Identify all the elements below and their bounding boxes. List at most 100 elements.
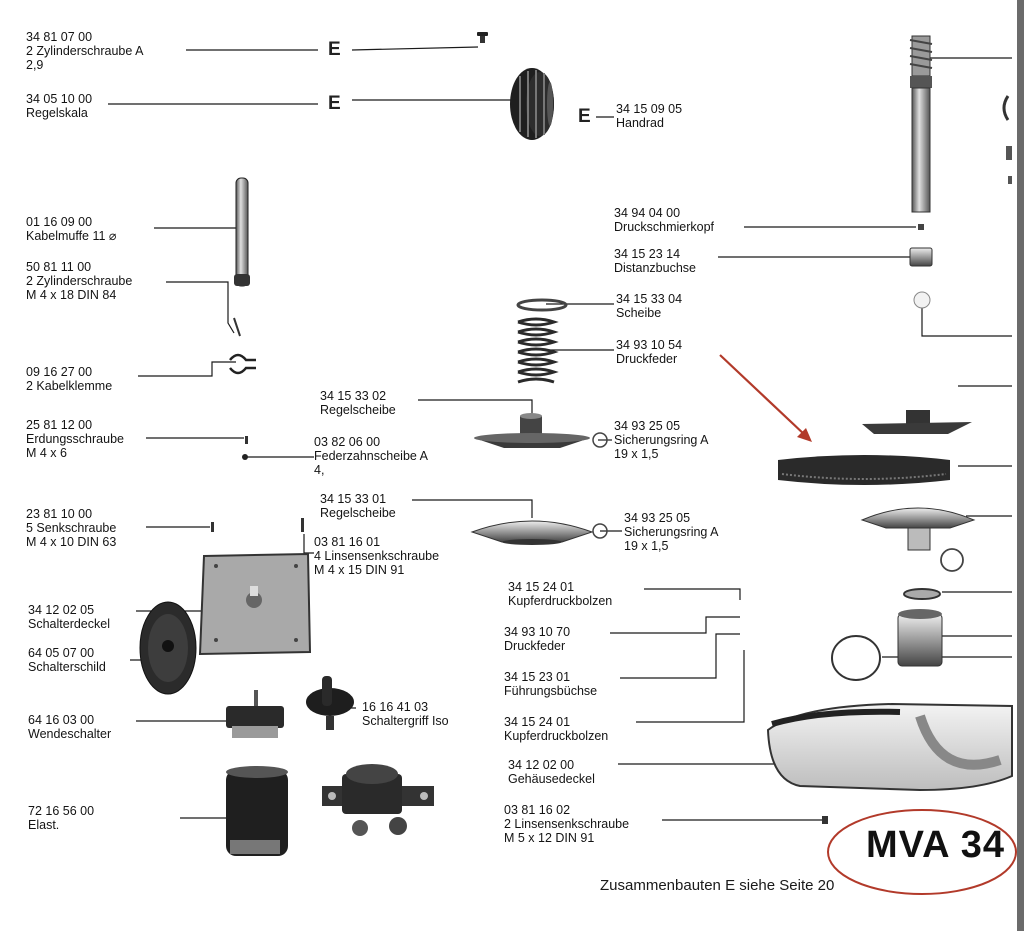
part-label: 34 12 02 05 Schalterdeckel bbox=[28, 603, 110, 631]
part-number: 03 81 16 02 bbox=[504, 803, 571, 817]
part-label: 09 16 27 00 2 Kabelklemme bbox=[26, 365, 112, 393]
part-number: 23 81 10 00 bbox=[26, 507, 93, 521]
regulating-disc-lower bbox=[470, 520, 594, 545]
part-label: 50 81 11 00 2 Zylinderschraube M 4 x 18 … bbox=[26, 260, 132, 302]
page-edge bbox=[1017, 0, 1024, 931]
part-number: 34 93 10 70 bbox=[504, 625, 571, 639]
edge-fragments bbox=[1002, 95, 1012, 184]
part-number: 72 16 56 00 bbox=[28, 804, 95, 818]
part-name: Gehäusedeckel bbox=[508, 772, 595, 786]
model-oval bbox=[827, 809, 1017, 895]
part-label: 34 93 10 54 Druckfeder bbox=[616, 338, 682, 366]
part-number: 34 93 10 54 bbox=[616, 338, 683, 352]
part-label: 34 15 33 02 Regelscheibe bbox=[320, 389, 396, 417]
part-spec: M 4 x 10 DIN 63 bbox=[26, 535, 117, 549]
part-name: Regelscheibe bbox=[320, 506, 396, 520]
part-spec: 2,9 bbox=[26, 58, 44, 72]
circlip-part bbox=[592, 432, 608, 539]
part-name: Distanzbuchse bbox=[614, 261, 696, 275]
part-label: 03 81 16 01 4 Linsensenkschraube M 4 x 1… bbox=[314, 535, 439, 577]
right-disc-upper bbox=[862, 410, 972, 434]
part-label: 34 15 24 01 Kupferdruckbolzen bbox=[508, 580, 612, 608]
part-name: Kupferdruckbolzen bbox=[508, 594, 613, 608]
part-label: 25 81 12 00 Erdungsschraube M 4 x 6 bbox=[26, 418, 124, 460]
part-name: Sicherungsring A bbox=[614, 433, 709, 447]
capacitor-part bbox=[226, 766, 288, 856]
washer-part bbox=[516, 298, 568, 312]
leader-lines bbox=[108, 46, 1012, 821]
part-name: Schalterdeckel bbox=[28, 617, 110, 631]
part-name: 5 Senkschraube bbox=[26, 521, 117, 535]
right-circlip-part bbox=[940, 548, 964, 572]
part-label: 34 05 10 00 Regelskala bbox=[26, 92, 92, 120]
part-label: 03 81 16 02 2 Linsensenkschraube M 5 x 1… bbox=[504, 803, 629, 845]
part-number: 34 12 02 05 bbox=[28, 603, 95, 617]
part-name: Kabelmuffe 11 ⌀ bbox=[26, 229, 117, 243]
switch-cover-part bbox=[198, 552, 312, 656]
part-number: 03 82 06 00 bbox=[314, 435, 381, 449]
part-spec: M 4 x 6 bbox=[26, 446, 67, 460]
part-label: 23 81 10 00 5 Senkschraube M 4 x 10 DIN … bbox=[26, 507, 116, 549]
part-name: 2 Kabelklemme bbox=[26, 379, 113, 393]
right-disc-lower bbox=[860, 507, 976, 551]
part-name: 2 Zylinderschraube bbox=[26, 274, 133, 288]
part-name: 2 Zylinderschraube A bbox=[26, 44, 144, 58]
part-label: 34 93 10 70 Druckfeder bbox=[504, 625, 570, 653]
bearing-part bbox=[831, 588, 943, 681]
cable-sleeve-part bbox=[234, 177, 250, 287]
part-name: Schalterschild bbox=[28, 660, 106, 674]
part-number: 50 81 11 00 bbox=[26, 260, 92, 274]
switch-plate-part bbox=[139, 601, 197, 695]
part-number: 34 15 33 04 bbox=[616, 292, 683, 306]
part-number: 34 93 25 05 bbox=[624, 511, 691, 525]
part-number: 34 15 33 02 bbox=[320, 389, 387, 403]
part-number: 03 81 16 01 bbox=[314, 535, 381, 549]
part-number: 01 16 09 00 bbox=[26, 215, 93, 229]
red-arrow bbox=[719, 354, 812, 442]
part-number: 34 15 09 05 bbox=[616, 102, 683, 116]
part-number: 34 15 23 14 bbox=[614, 247, 681, 261]
part-number: 34 81 07 00 bbox=[26, 30, 93, 44]
cable-clamp-part bbox=[229, 353, 256, 375]
part-spec: M 4 x 15 DIN 91 bbox=[314, 563, 405, 577]
part-label: 34 15 33 01 Regelscheibe bbox=[320, 492, 396, 520]
part-name: Kupferdruckbolzen bbox=[504, 729, 609, 743]
part-number: 34 94 04 00 bbox=[614, 206, 681, 220]
part-label: 34 15 09 05 Handrad bbox=[616, 102, 682, 130]
part-label: 34 15 33 04 Scheibe bbox=[616, 292, 682, 320]
pressure-spring-part bbox=[517, 317, 559, 384]
part-name: Schaltergriff Iso bbox=[362, 714, 449, 728]
model-title: MVA 34 bbox=[866, 824, 1006, 866]
part-label: 34 94 04 00 Druckschmierkopf bbox=[614, 206, 714, 234]
footer-note: Zusammenbauten E siehe Seite 20 bbox=[600, 877, 835, 894]
part-name: Druckfeder bbox=[616, 352, 678, 366]
part-number: 25 81 12 00 bbox=[26, 418, 93, 432]
housing-cover-part bbox=[766, 702, 1013, 792]
grease-nipple-part bbox=[918, 224, 924, 230]
part-number: 09 16 27 00 bbox=[26, 365, 93, 379]
part-number: 34 15 24 01 bbox=[504, 715, 571, 729]
assembly-marker-e: E bbox=[328, 39, 341, 60]
part-number: 34 15 23 01 bbox=[504, 670, 571, 684]
earthing-screw-part bbox=[242, 436, 248, 460]
part-name: 4 Linsensenkschraube bbox=[314, 549, 440, 563]
part-label: 72 16 56 00 Elast. bbox=[28, 804, 94, 832]
part-number: 34 93 25 05 bbox=[614, 419, 681, 433]
part-label: 34 93 25 05 Sicherungsring A 19 x 1,5 bbox=[614, 419, 709, 461]
part-name: Sicherungsring A bbox=[624, 525, 719, 539]
part-spec: M 5 x 12 DIN 91 bbox=[504, 831, 595, 845]
part-label: 34 15 24 01 Kupferdruckbolzen bbox=[504, 715, 608, 743]
belt-part bbox=[778, 455, 950, 485]
countersunk-screw-part bbox=[211, 518, 304, 532]
part-label: 34 15 23 01 Führungsbüchse bbox=[504, 670, 597, 698]
part-label: 34 15 23 14 Distanzbuchse bbox=[614, 247, 696, 275]
assembly-marker-e: E bbox=[578, 106, 591, 127]
assembly-marker-e: E bbox=[328, 93, 341, 114]
part-spec: M 4 x 18 DIN 84 bbox=[26, 288, 117, 302]
part-label: 34 12 02 00 Gehäusedeckel bbox=[508, 758, 595, 786]
part-number: 64 05 07 00 bbox=[28, 646, 95, 660]
part-name: Handrad bbox=[616, 116, 664, 130]
part-number: 16 16 41 03 bbox=[362, 700, 429, 714]
part-label: 64 05 07 00 Schalterschild bbox=[28, 646, 106, 674]
